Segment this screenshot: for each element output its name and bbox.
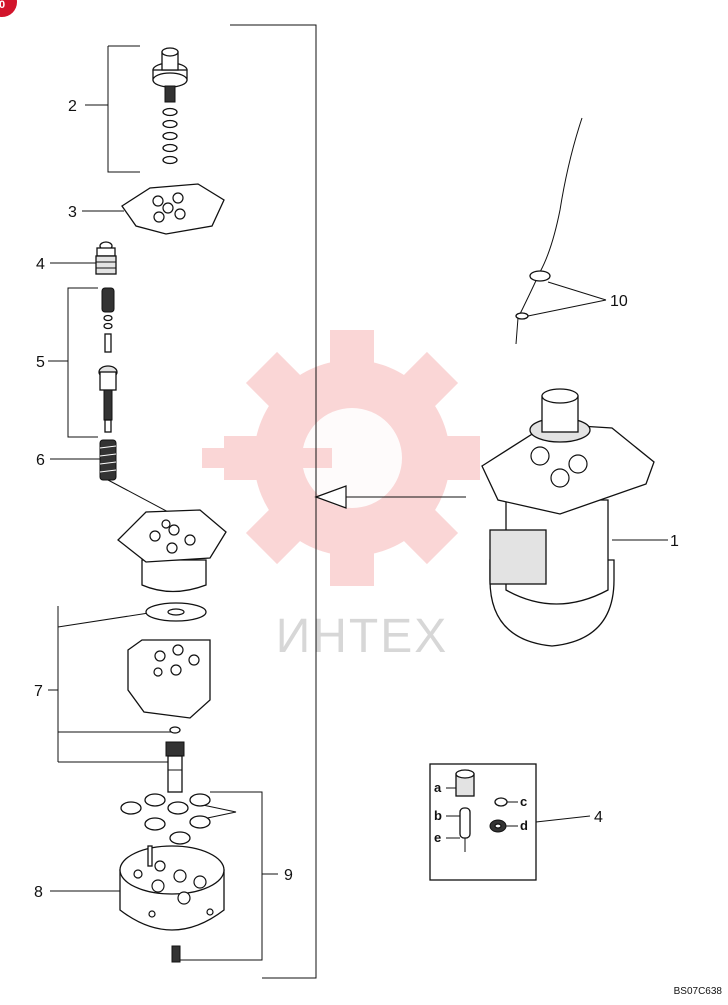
assembly-bracket: [230, 24, 317, 979]
kit-label-d: d: [520, 818, 528, 833]
spool-set: [48, 287, 118, 438]
callout-10: 10: [610, 293, 628, 310]
valve-assembly: [85, 45, 188, 173]
callout-1: 1: [670, 533, 679, 550]
kit-label-a: a: [434, 780, 442, 795]
o-ring-set: [120, 791, 278, 961]
housing-upper: [117, 509, 227, 593]
callout-4: 4: [36, 256, 45, 273]
callout-3: 3: [68, 204, 77, 221]
svg-text:0: 0: [0, 0, 5, 11]
seal-kit: [429, 763, 591, 881]
watermark-gear-icon: [202, 330, 480, 586]
kit-label-c: c: [520, 794, 527, 809]
drawing-reference: BS07C638: [674, 986, 723, 997]
lever-band: [515, 117, 607, 345]
callout-8: 8: [34, 884, 43, 901]
spring: [50, 439, 173, 515]
callout-2: 2: [68, 98, 77, 115]
kit-label-b: b: [434, 808, 442, 823]
callout-7: 7: [34, 683, 43, 700]
assembly-arrow: [314, 485, 466, 509]
callout-4-kit: 4: [594, 809, 603, 826]
kit-label-e: e: [434, 830, 441, 845]
main-assembly: [481, 388, 668, 647]
callout-6: 6: [36, 452, 45, 469]
cover-plate: [82, 183, 225, 235]
callout-9: 9: [284, 867, 293, 884]
corner-badge: 0: [0, 0, 17, 17]
housing: [50, 845, 225, 963]
watermark-text: ИНТЕХ: [276, 610, 449, 663]
callout-5: 5: [36, 354, 45, 371]
seal-set: [48, 602, 211, 793]
plug: [50, 241, 117, 275]
